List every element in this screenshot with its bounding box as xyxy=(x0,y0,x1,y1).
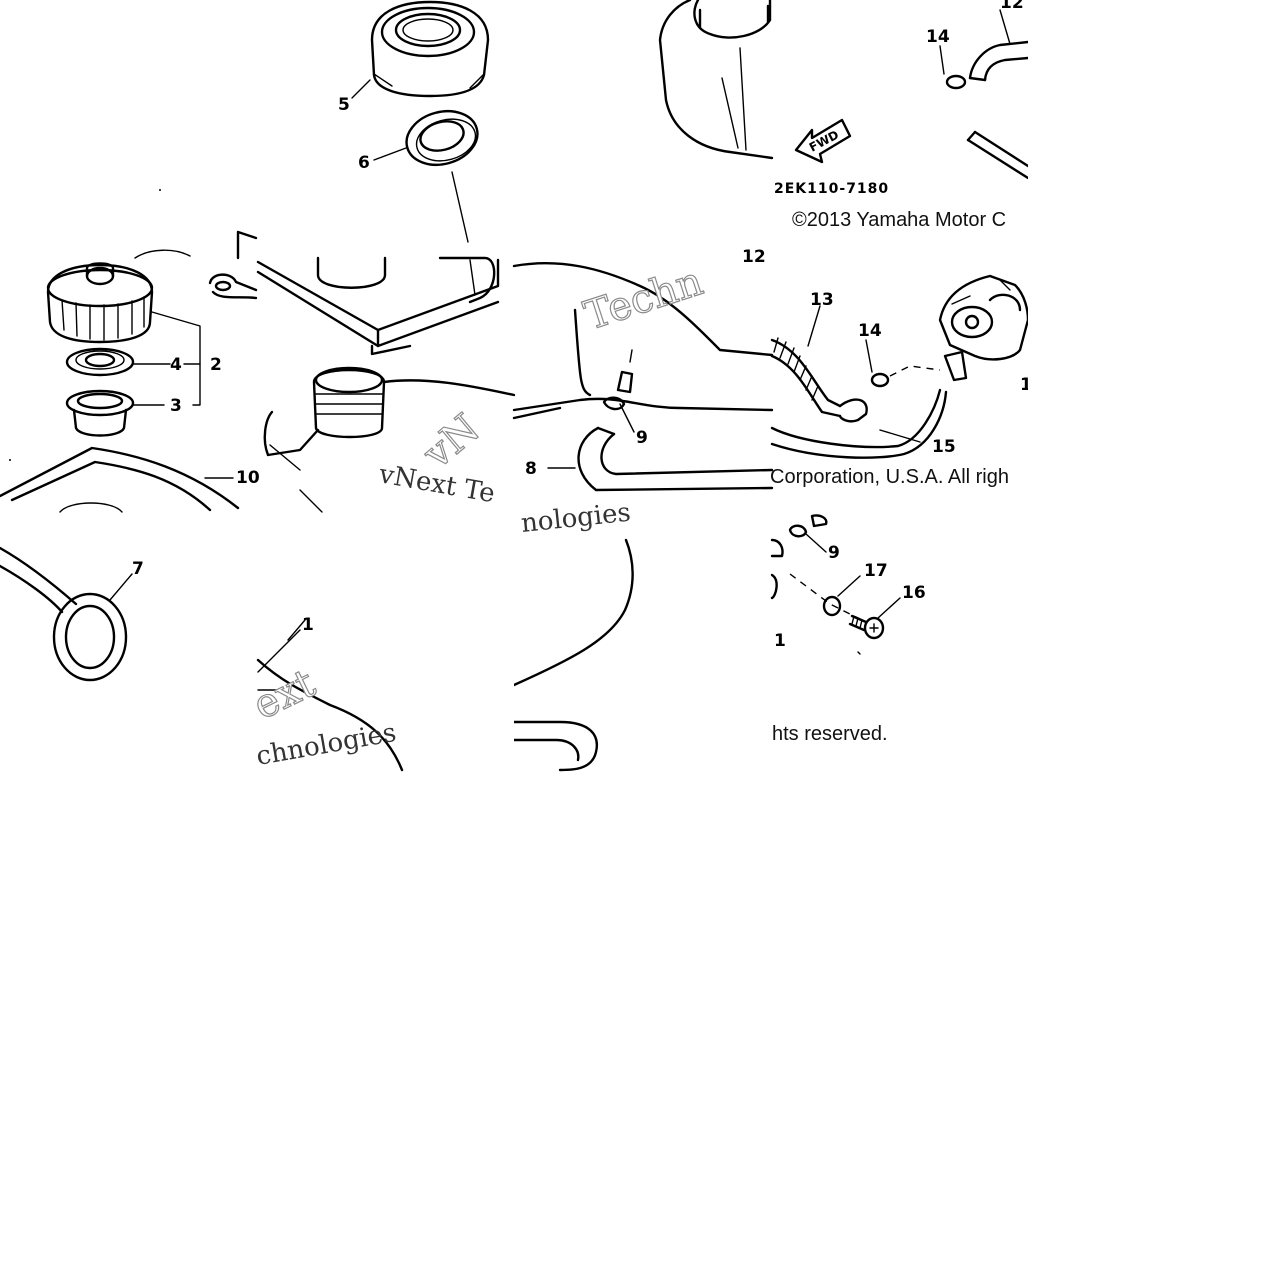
part-label-1-c: 1 xyxy=(774,631,786,651)
tank-bracket xyxy=(256,256,500,356)
part-label-9-b: 9 xyxy=(828,543,840,563)
copyright-fragment-2: Corporation, U.S.A. All righ xyxy=(770,466,1009,488)
tile-top-third: 8 9 12 xyxy=(512,0,774,772)
copyright: ©2013 Yamaha Motor C Corporation, U.S.A.… xyxy=(770,209,1009,745)
watermark-fragment-4: ext xyxy=(246,660,322,729)
part-label-10: 10 xyxy=(236,468,260,488)
part-label-16: 16 xyxy=(902,583,926,603)
watermark-fragment-5: chnologies xyxy=(254,718,398,772)
copyright-fragment-1: ©2013 Yamaha Motor C xyxy=(792,209,1006,231)
part-label-13: 13 xyxy=(810,290,834,310)
part-label-7: 7 xyxy=(132,559,144,579)
part-label-17: 17 xyxy=(864,561,888,581)
tank-gasket xyxy=(0,446,240,513)
part-label-1-b: 1 xyxy=(1020,375,1032,395)
fuel-cap xyxy=(46,262,154,344)
filler-nut xyxy=(370,0,490,98)
part-label-1: 1 xyxy=(302,615,314,635)
tank-side xyxy=(658,0,774,160)
part-label-15: 15 xyxy=(932,437,956,457)
part-label-14: 14 xyxy=(926,27,950,47)
fuel-hose-8 xyxy=(577,426,774,492)
part-label-12-b: 12 xyxy=(742,247,766,267)
fuel-hose-13 xyxy=(770,337,868,423)
part-label-3: 3 xyxy=(170,396,182,416)
clip-ring-small xyxy=(208,273,258,300)
part-label-9: 9 xyxy=(636,428,648,448)
tank-filler-neck xyxy=(263,366,516,513)
part-label-8: 8 xyxy=(525,459,537,479)
clip-ring-large: 7 xyxy=(0,546,144,682)
tile-top-right: FWD xyxy=(770,0,1032,655)
fuel-petcock xyxy=(938,274,1030,382)
part-label-6: 6 xyxy=(358,153,370,173)
diagram-code: 2EK110-7180 xyxy=(774,181,889,197)
copyright-fragment-3: hts reserved. xyxy=(772,723,888,745)
part-label-14-b: 14 xyxy=(858,321,882,341)
part-label-4: 4 xyxy=(170,355,182,375)
tile-top-left: 4 2 3 10 xyxy=(0,189,260,513)
part-label-2: 2 xyxy=(210,355,222,375)
cap-seal xyxy=(65,347,135,377)
watermark-fragment-3: nologies xyxy=(520,498,633,539)
fwd-arrow-icon: FWD xyxy=(794,118,852,164)
bolt-16 xyxy=(848,597,901,640)
tile-top-second: 5 6 1 xyxy=(256,0,516,772)
part-label-12: 12 xyxy=(1000,0,1024,13)
cap-filter xyxy=(65,389,135,437)
part-label-5: 5 xyxy=(338,95,350,115)
filler-seal xyxy=(405,110,479,166)
